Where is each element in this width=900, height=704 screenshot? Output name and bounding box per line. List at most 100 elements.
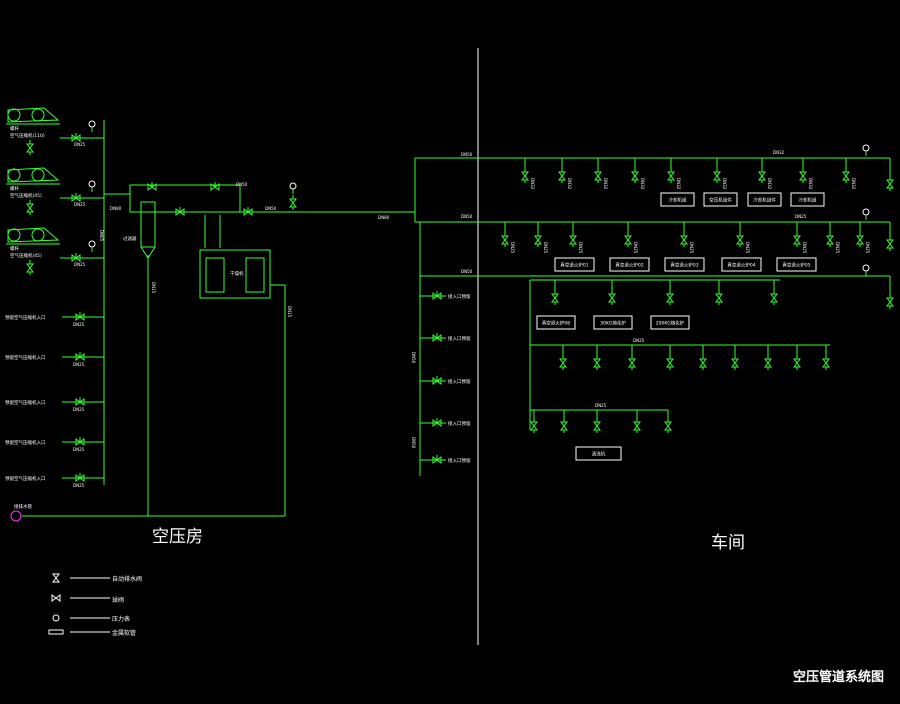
equipment-box[interactable]: 空压机组件 xyxy=(703,192,738,207)
ball-valve-icon[interactable] xyxy=(243,207,253,216)
ball-valve-icon[interactable] xyxy=(71,193,81,202)
equipment-box[interactable]: 真空退火炉06 xyxy=(536,315,576,330)
equipment-box[interactable]: 冷却机组件 xyxy=(747,192,782,207)
auto-drain-valve-icon[interactable] xyxy=(593,418,601,433)
auto-drain-valve-icon[interactable] xyxy=(560,418,568,433)
ball-valve-icon[interactable] xyxy=(75,473,85,482)
auto-drain-valve-icon[interactable] xyxy=(666,290,674,305)
ball-valve-icon[interactable] xyxy=(432,333,442,342)
auto-drain-valve-icon[interactable] xyxy=(534,232,542,247)
ball-valve-icon[interactable] xyxy=(432,455,442,464)
filter-icon[interactable] xyxy=(140,201,156,259)
ball-valve-icon[interactable] xyxy=(71,253,81,262)
auto-drain-valve-icon[interactable] xyxy=(793,355,801,370)
legend-symbols xyxy=(48,573,110,635)
auto-drain-valve-icon[interactable] xyxy=(699,355,707,370)
auto-drain-valve-icon[interactable] xyxy=(289,195,297,210)
equipment-label: 空压机组件 xyxy=(709,197,732,204)
auto-drain-valve-icon[interactable] xyxy=(736,232,744,247)
auto-drain-valve-icon[interactable] xyxy=(530,418,538,433)
auto-drain-valve-icon[interactable] xyxy=(521,168,529,183)
auto-drain-valve-icon[interactable] xyxy=(793,232,801,247)
ball-valve-icon[interactable] xyxy=(75,312,85,321)
auto-drain-valve-icon[interactable] xyxy=(608,290,616,305)
pipe-spec-label: DN32 xyxy=(567,178,572,190)
auto-drain-valve-icon[interactable] xyxy=(593,355,601,370)
auto-drain-valve-icon[interactable] xyxy=(886,176,894,191)
auto-drain-valve-icon[interactable] xyxy=(731,355,739,370)
auto-drain-valve-icon[interactable] xyxy=(886,294,894,309)
auto-drain-valve-icon[interactable] xyxy=(667,168,675,183)
pipe-spec-label: DN32 xyxy=(676,178,681,190)
auto-drain-valve-icon[interactable] xyxy=(770,290,778,305)
ball-valve-icon[interactable] xyxy=(432,291,442,300)
pressure-gauge-icon xyxy=(862,208,870,220)
equipment-box[interactable]: 冷却机组 xyxy=(790,192,825,207)
pipe-spec-label: DN32 xyxy=(767,178,772,190)
auto-drain-valve-icon xyxy=(52,573,60,583)
equipment-box[interactable]: 真空退火炉05 xyxy=(776,257,817,272)
auto-drain-valve-icon[interactable] xyxy=(826,232,834,247)
auto-drain-valve-icon[interactable] xyxy=(715,290,723,305)
auto-drain-valve-icon[interactable] xyxy=(26,200,34,215)
auto-drain-valve-icon[interactable] xyxy=(680,232,688,247)
auto-drain-valve-icon[interactable] xyxy=(594,168,602,183)
region-left-label: 空压房 xyxy=(152,527,203,547)
ball-valve-icon[interactable] xyxy=(432,376,442,385)
equipment-box[interactable]: 真空退火炉04 xyxy=(721,257,762,272)
auto-drain-valve-icon[interactable] xyxy=(26,260,34,275)
auto-drain-valve-icon[interactable] xyxy=(26,140,34,155)
auto-drain-valve-icon[interactable] xyxy=(758,168,766,183)
auto-drain-valve-icon[interactable] xyxy=(559,355,567,370)
pipe-spec-label: DN32 xyxy=(773,150,785,155)
equipment-box[interactable]: 30KG熔化炉 xyxy=(593,315,633,330)
auto-drain-valve-icon[interactable] xyxy=(501,232,509,247)
ball-valve-icon[interactable] xyxy=(175,207,185,216)
dryer-icon[interactable] xyxy=(199,249,271,299)
auto-drain-valve-icon[interactable] xyxy=(664,418,672,433)
compressor-label: 空气压缩机(45) xyxy=(10,252,42,259)
equipment-box[interactable]: 真空退火炉03 xyxy=(664,257,705,272)
ball-valve-icon[interactable] xyxy=(147,182,157,191)
equipment-box[interactable]: 200KG熔化炉 xyxy=(650,315,690,330)
auto-drain-valve-icon[interactable] xyxy=(551,290,559,305)
ball-valve-icon[interactable] xyxy=(210,182,220,191)
pipe-spec-label: DN32 xyxy=(851,178,856,190)
auto-drain-valve-icon[interactable] xyxy=(842,168,850,183)
auto-drain-valve-icon[interactable] xyxy=(822,355,830,370)
ball-valve-icon[interactable] xyxy=(75,437,85,446)
ball-valve-icon[interactable] xyxy=(71,133,81,142)
pipe-spec-label: DN50 xyxy=(411,352,416,364)
compressor-label: 空气压缩机(45) xyxy=(10,192,42,199)
auto-drain-valve-icon[interactable] xyxy=(666,355,674,370)
reserve-inlet-label: 接入口预留 xyxy=(448,378,471,385)
auto-drain-valve-icon[interactable] xyxy=(799,168,807,183)
equipment-box[interactable]: 清洗机 xyxy=(575,446,622,461)
auto-drain-valve-icon[interactable] xyxy=(713,168,721,183)
auto-drain-valve-icon[interactable] xyxy=(886,236,894,251)
equipment-box[interactable]: 真空退火炉02 xyxy=(609,257,650,272)
auto-drain-valve-icon[interactable] xyxy=(764,355,772,370)
auto-drain-valve-icon[interactable] xyxy=(856,232,864,247)
equipment-box[interactable]: 真空退火炉01 xyxy=(554,257,595,272)
pipe-spec-label: DN25 xyxy=(865,242,870,254)
equipment-label: 真空退火炉04 xyxy=(727,262,755,269)
auto-drain-valve-icon[interactable] xyxy=(631,168,639,183)
auto-drain-valve-icon[interactable] xyxy=(633,418,641,433)
auto-drain-valve-icon[interactable] xyxy=(624,232,632,247)
reserve-inlet-label: 预留空气压缩机入口 xyxy=(5,439,46,446)
auto-drain-valve-icon[interactable] xyxy=(558,168,566,183)
region-right-label: 车间 xyxy=(711,533,745,553)
ball-valve-icon[interactable] xyxy=(75,352,85,361)
auto-drain-valve-icon[interactable] xyxy=(628,355,636,370)
pipe-spec-label: DN25 xyxy=(835,242,840,254)
auto-drain-valve-icon[interactable] xyxy=(569,232,577,247)
ball-valve-icon[interactable] xyxy=(75,397,85,406)
ball-valve-icon[interactable] xyxy=(432,418,442,427)
pressure-gauge-icon xyxy=(88,120,96,132)
pipe-spec-label: DN50 xyxy=(461,214,473,219)
equipment-box[interactable]: 冷却机组 xyxy=(660,192,695,207)
